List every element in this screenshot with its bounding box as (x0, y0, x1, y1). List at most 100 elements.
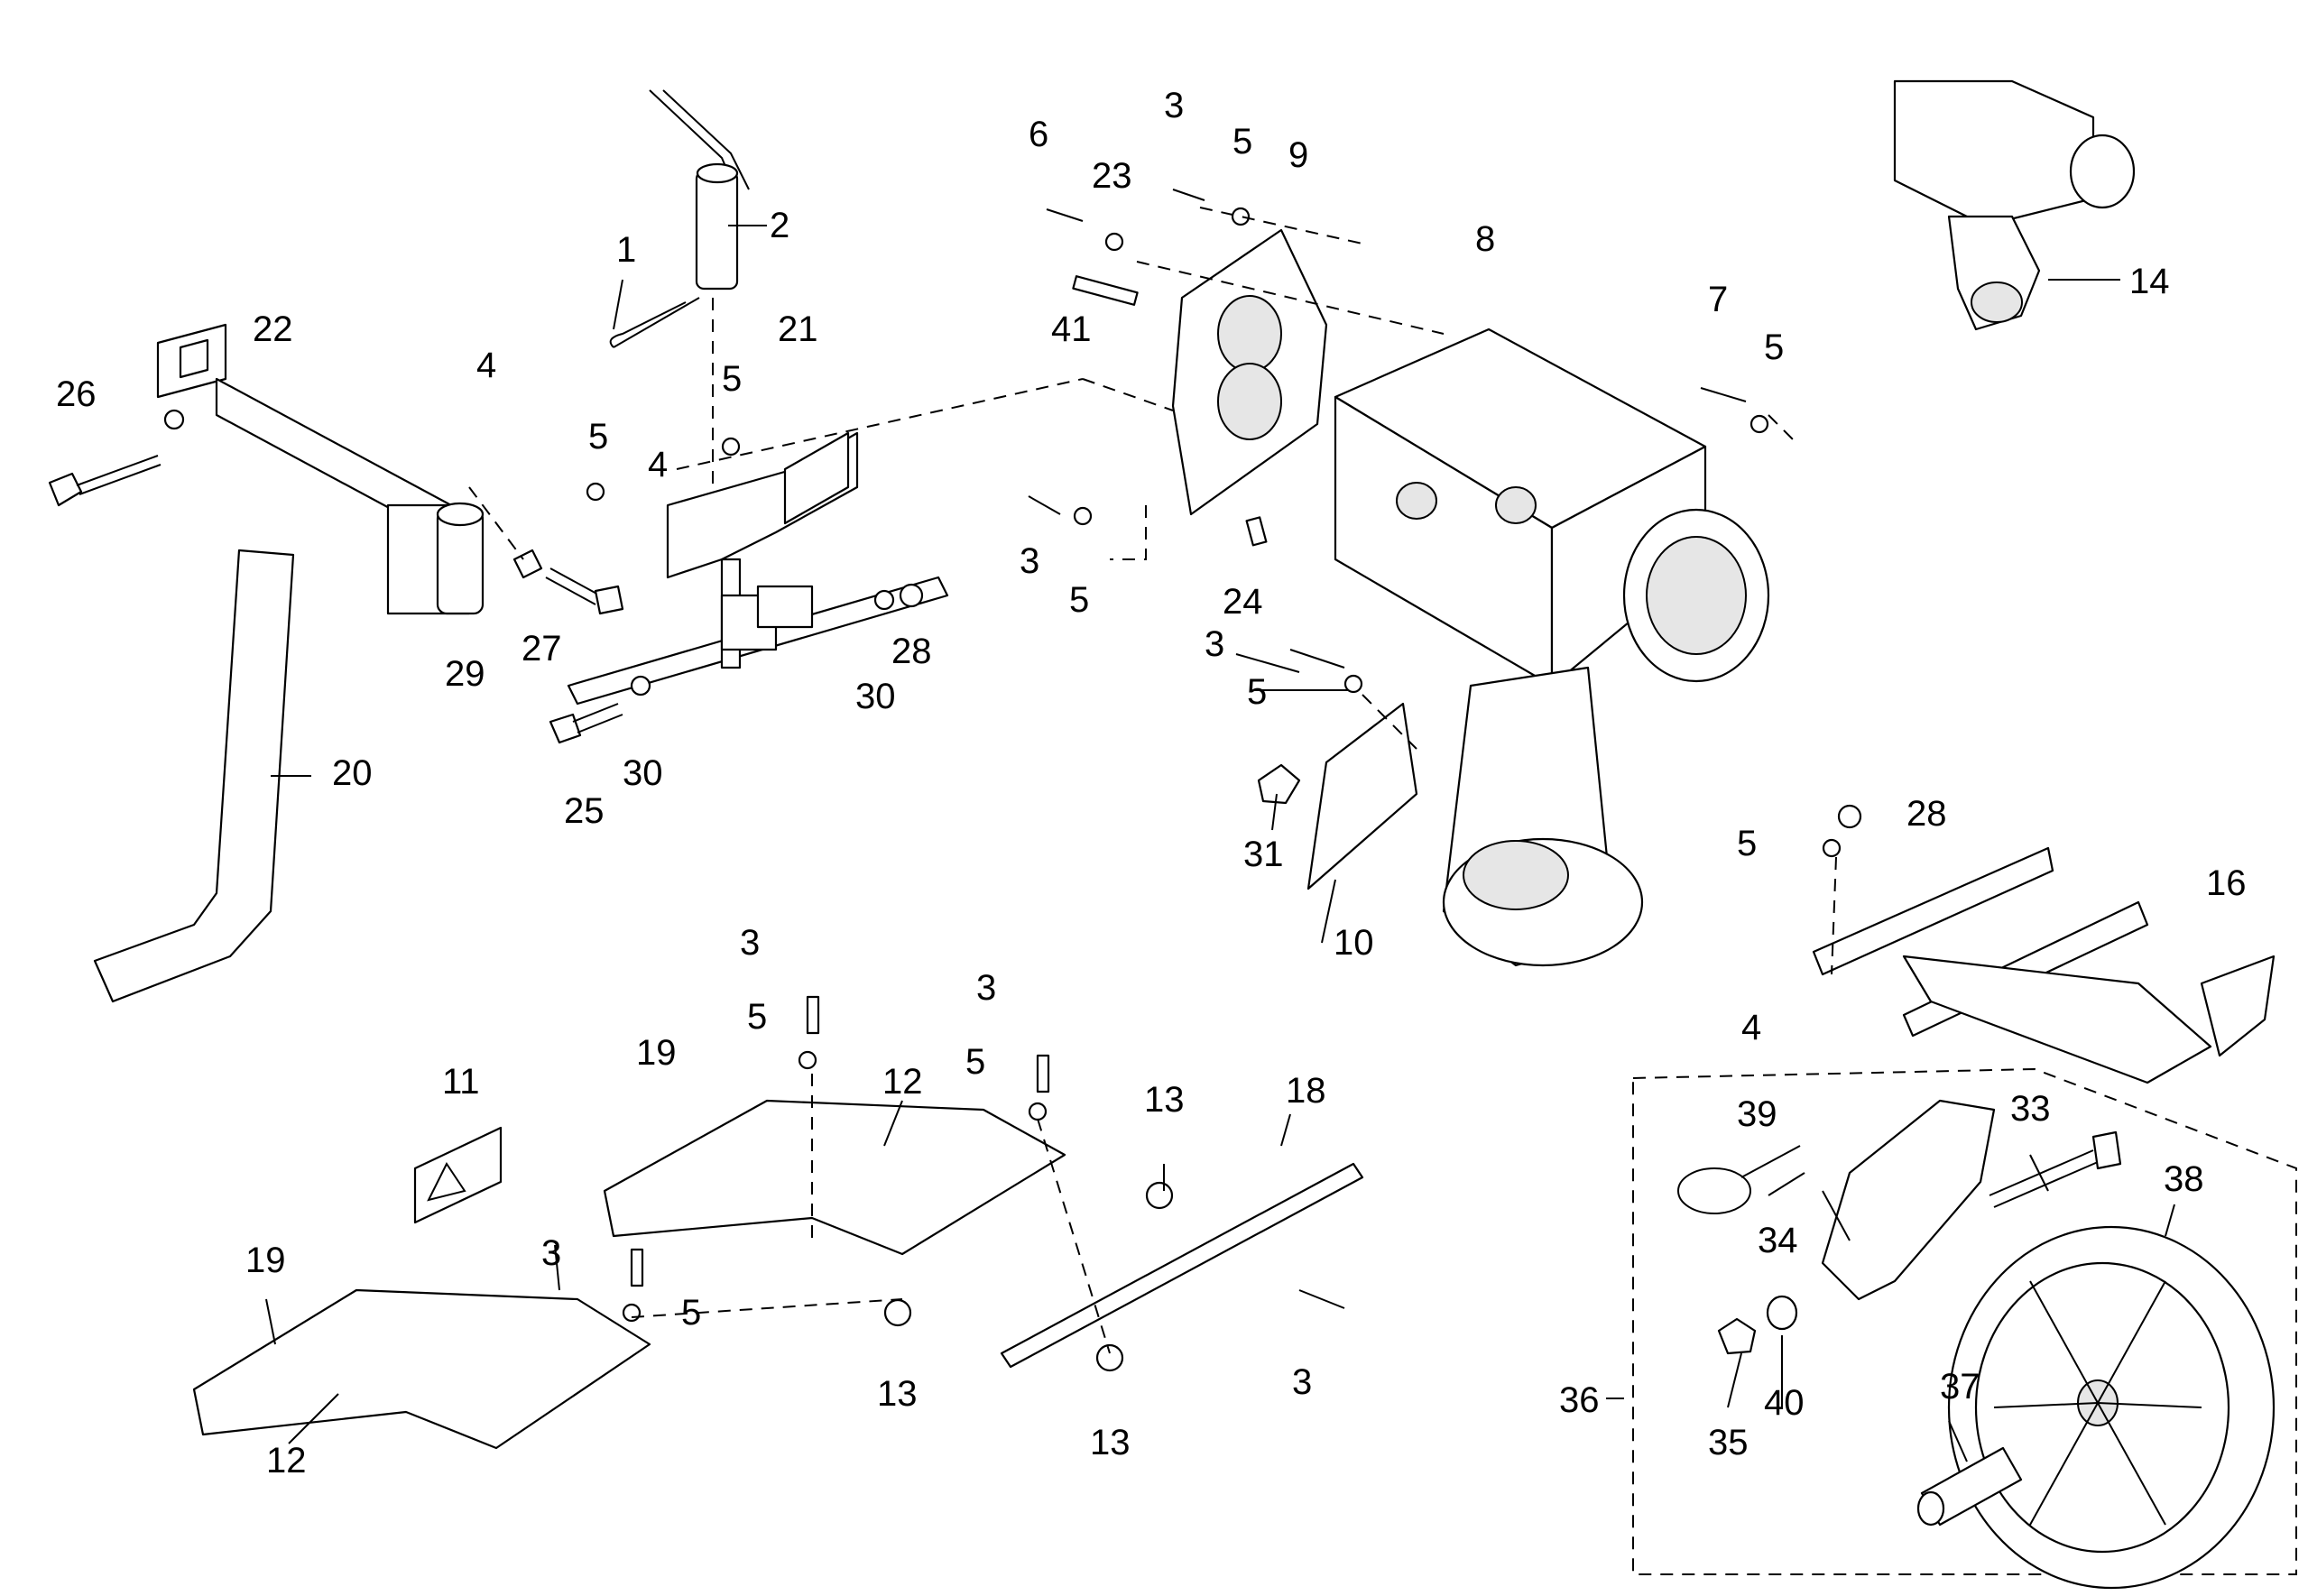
callout-9: 9 (1288, 135, 1308, 175)
callout-3: 3 (976, 968, 996, 1008)
part-23-washer (1104, 232, 1124, 252)
part-7-bolt (1700, 387, 1747, 402)
callout-8: 8 (1475, 219, 1495, 259)
callout-14: 14 (2129, 262, 2170, 301)
callout-37: 37 (1940, 1367, 1980, 1407)
callout-13: 13 (877, 1374, 918, 1414)
callout-leaders (265, 225, 2175, 1462)
callout-19: 19 (245, 1241, 286, 1280)
part-3-bolts (630, 189, 1345, 1309)
callout-5: 5 (722, 359, 742, 399)
callout-36: 36 (1559, 1380, 1600, 1420)
part-9-plate (1171, 228, 1328, 516)
callout-34: 34 (1758, 1221, 1798, 1260)
part-5-washers (586, 207, 1842, 1323)
callout-39: 39 (1737, 1094, 1777, 1134)
callout-41: 41 (1051, 309, 1092, 349)
callout-10: 10 (1334, 923, 1374, 963)
part-40-washer (1766, 1295, 1798, 1331)
callout-18: 18 (1286, 1071, 1326, 1111)
part-19-plate-lower (192, 1288, 651, 1450)
callout-12: 12 (266, 1441, 307, 1481)
callout-6: 6 (1029, 115, 1048, 154)
part-34-bracket (1821, 1099, 1996, 1301)
callout-13: 13 (1144, 1080, 1185, 1120)
callout-16: 16 (2206, 863, 2247, 903)
part-8-gearbox-housing (1334, 328, 1770, 967)
callout-13: 13 (1090, 1423, 1131, 1462)
callout-4: 4 (1741, 1008, 1761, 1047)
part-21-bracket (567, 431, 949, 706)
callout-5: 5 (1232, 122, 1252, 161)
assembly-36-boundary (1632, 1067, 2297, 1575)
part-11-decal (413, 1126, 503, 1224)
callout-29: 29 (445, 654, 485, 694)
callout-5: 5 (1737, 824, 1757, 863)
part-2-pin (649, 89, 750, 291)
callout-22: 22 (253, 309, 293, 349)
part-33-bolt (1989, 1130, 2122, 1208)
part-14-housing (1893, 79, 2136, 331)
part-28-nuts (899, 583, 1862, 829)
callout-7: 7 (1708, 280, 1728, 319)
part-22-tow-bar (156, 323, 485, 615)
callout-3: 3 (541, 1233, 561, 1273)
callout-5: 5 (965, 1042, 985, 1082)
callout-31: 31 (1243, 835, 1284, 874)
callout-23: 23 (1092, 156, 1132, 196)
part-18-bar (1000, 1162, 1364, 1369)
part-1-clip (609, 297, 700, 348)
callout-4: 4 (476, 346, 496, 385)
part-31-plug (1257, 763, 1301, 805)
part-20-lever (93, 549, 295, 1003)
callout-5: 5 (1247, 672, 1267, 712)
callout-5: 5 (588, 417, 608, 457)
callout-25: 25 (564, 791, 605, 831)
part-25-bolt (549, 703, 623, 744)
part-10-cover (1306, 702, 1418, 890)
part-29-nut (512, 549, 543, 579)
part-39-pin (1677, 1145, 1801, 1214)
callout-3: 3 (1205, 624, 1224, 664)
callout-33: 33 (2010, 1089, 2051, 1129)
part-30-washers (630, 589, 895, 697)
callout-11: 11 (442, 1062, 480, 1102)
callout-labels: 1 2 3 3 3 3 3 3 3 4 4 4 5 5 5 5 5 5 5 5 … (56, 86, 2247, 1481)
callout-21: 21 (778, 309, 818, 349)
callout-2: 2 (770, 206, 789, 245)
callout-19: 19 (636, 1033, 677, 1073)
callout-20: 20 (332, 753, 373, 793)
callout-1: 1 (616, 230, 636, 270)
callout-28: 28 (1906, 794, 1947, 834)
part-13-nuts (883, 1181, 1174, 1372)
callout-30: 30 (623, 753, 663, 793)
callout-38: 38 (2164, 1159, 2204, 1199)
callout-3: 3 (740, 923, 760, 963)
callout-28: 28 (891, 632, 932, 671)
callout-5: 5 (681, 1293, 701, 1333)
part-19-plate-upper (603, 1099, 1066, 1256)
part-6-bolt (1046, 208, 1084, 222)
callout-35: 35 (1708, 1423, 1749, 1462)
part-24-pin (1245, 516, 1268, 547)
callout-12: 12 (882, 1062, 923, 1102)
callout-3: 3 (1164, 86, 1184, 125)
callout-24: 24 (1223, 582, 1263, 622)
part-38-wheel (1947, 1225, 2276, 1590)
callout-26: 26 (56, 374, 97, 414)
callout-3: 3 (1292, 1362, 1312, 1402)
callout-5: 5 (1764, 328, 1784, 367)
callout-30: 30 (855, 677, 896, 716)
callout-5: 5 (747, 997, 767, 1037)
callout-40: 40 (1764, 1383, 1805, 1423)
part-37-axle (1916, 1446, 2023, 1527)
part-41-stud (1072, 275, 1139, 306)
assembly-guides (468, 207, 1837, 1354)
part-16-frame (1812, 846, 2276, 1084)
callout-5: 5 (1069, 580, 1089, 620)
part-27-bolt (545, 567, 624, 615)
part-26-bolt (48, 409, 185, 507)
callout-4: 4 (648, 445, 668, 484)
part-35-nut (1717, 1317, 1757, 1355)
